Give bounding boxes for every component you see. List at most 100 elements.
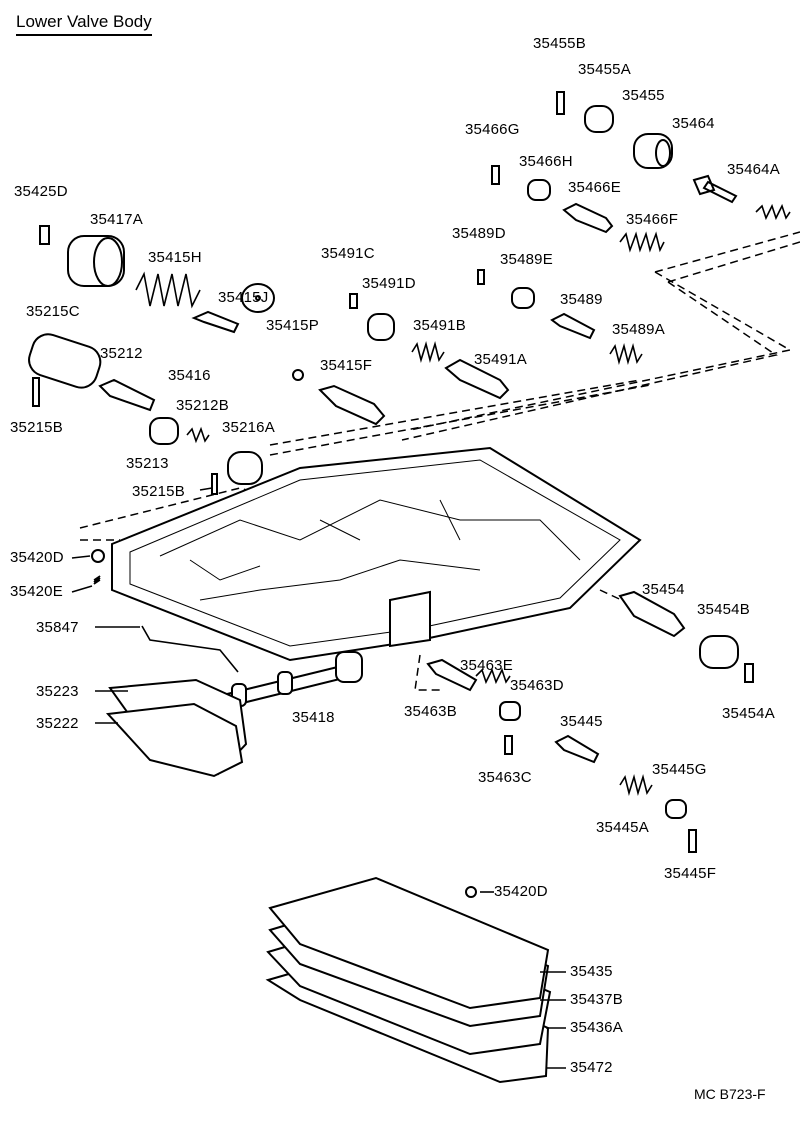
label-35213: 35213	[126, 455, 169, 472]
label-35463E: 35463E	[460, 657, 513, 674]
label-35454: 35454	[642, 581, 685, 598]
label-35454B: 35454B	[697, 601, 750, 618]
pin-35455B	[556, 91, 565, 115]
label-35455: 35455	[622, 87, 665, 104]
valve-35491A	[444, 358, 510, 400]
pin-35454A	[744, 663, 754, 683]
label-35425D: 35425D	[14, 183, 68, 200]
label-35416: 35416	[168, 367, 211, 384]
wire-35847	[141, 625, 239, 673]
label-35418: 35418	[292, 709, 335, 726]
label-35415H: 35415H	[148, 249, 202, 266]
valve-35416	[191, 310, 240, 334]
label-35415J: 35415J	[218, 289, 269, 306]
pin-35215B-a	[32, 377, 40, 407]
page-title: Lower Valve Body	[16, 12, 152, 36]
label-35491D: 35491D	[362, 275, 416, 292]
label-35215C: 35215C	[26, 303, 80, 320]
spring-35464A	[755, 203, 791, 221]
ball-35420D-a	[91, 549, 105, 563]
label-35489A: 35489A	[612, 321, 665, 338]
label-35472: 35472	[570, 1059, 613, 1076]
label-35464A: 35464A	[727, 161, 780, 178]
plug-35489E	[511, 287, 535, 309]
pin-35491C	[349, 293, 358, 309]
label-35420D-a: 35420D	[10, 549, 64, 566]
pin-35489D	[477, 269, 485, 285]
label-35466G: 35466G	[465, 121, 520, 138]
plug-35491D	[367, 313, 395, 341]
label-35489D: 35489D	[452, 225, 506, 242]
label-35435: 35435	[570, 963, 613, 980]
plunger-35463B	[426, 658, 478, 692]
ball-35420D-b	[465, 886, 477, 898]
label-35489E: 35489E	[500, 251, 553, 268]
pin-35425D	[39, 225, 50, 245]
label-35212: 35212	[100, 345, 143, 362]
plate-35222	[105, 702, 244, 778]
label-35216A: 35216A	[222, 419, 275, 436]
ring-35415P	[292, 369, 304, 381]
spring-35463E	[475, 667, 511, 685]
valve-35454	[618, 590, 686, 638]
sleeve-35215C	[28, 333, 102, 389]
valve-35464	[692, 174, 738, 204]
spring-35466F	[619, 231, 665, 253]
manual-valve-assembly	[105, 625, 363, 778]
label-35415P: 35415P	[266, 317, 319, 334]
drawing-code: MC B723-F	[694, 1086, 766, 1102]
label-35212B: 35212B	[176, 397, 229, 414]
plug-35445G	[665, 799, 687, 819]
leader-lines	[71, 487, 566, 1069]
plug-35213	[149, 417, 179, 445]
gasket-35435	[268, 876, 550, 1010]
spring-35415H	[135, 271, 201, 309]
label-35463C: 35463C	[478, 769, 532, 786]
spring-35491B	[411, 341, 445, 363]
label-35445A: 35445A	[596, 819, 649, 836]
label-35847: 35847	[36, 619, 79, 636]
valve-parts	[98, 174, 738, 764]
pin-35466G	[491, 165, 500, 185]
gasket-stack	[265, 876, 552, 1084]
plug-35455A	[584, 105, 614, 133]
label-35491A: 35491A	[474, 351, 527, 368]
pin-35463C	[504, 735, 513, 755]
label-35445G: 35445G	[652, 761, 707, 778]
plug-35216A	[227, 451, 263, 485]
plug-35463D	[499, 701, 521, 721]
label-35463B: 35463B	[404, 703, 457, 720]
valve-35415F	[318, 384, 386, 426]
plug-35454B	[699, 635, 739, 669]
lower-valve-body	[111, 446, 642, 662]
label-35454A: 35454A	[722, 705, 775, 722]
label-35222: 35222	[36, 715, 79, 732]
label-35463D: 35463D	[510, 677, 564, 694]
label-35415F: 35415F	[320, 357, 373, 374]
label-35491C: 35491C	[321, 245, 375, 262]
spring-parts	[93, 203, 791, 796]
label-35445F: 35445F	[664, 865, 717, 882]
label-35417A: 35417A	[90, 211, 143, 228]
label-35215B-b: 35215B	[132, 483, 185, 500]
plug-35466H	[527, 179, 551, 201]
label-35437B: 35437B	[570, 991, 623, 1008]
label-35466E: 35466E	[568, 179, 621, 196]
valve-35212	[98, 378, 156, 412]
label-35464: 35464	[672, 115, 715, 132]
spring-35489A	[609, 343, 643, 365]
label-35455B: 35455B	[533, 35, 586, 52]
spring-35212B	[186, 426, 210, 444]
label-35466H: 35466H	[519, 153, 573, 170]
pin-parts	[32, 91, 754, 853]
valve-35466E	[562, 202, 614, 234]
label-35420D-b: 35420D	[494, 883, 548, 900]
label-35445: 35445	[560, 713, 603, 730]
label-35436A: 35436A	[570, 1019, 623, 1036]
label-35455A: 35455A	[578, 61, 631, 78]
label-35466F: 35466F	[626, 211, 679, 228]
valve-35445	[554, 734, 600, 764]
label-35489: 35489	[560, 291, 603, 308]
label-35215B-a: 35215B	[10, 419, 63, 436]
